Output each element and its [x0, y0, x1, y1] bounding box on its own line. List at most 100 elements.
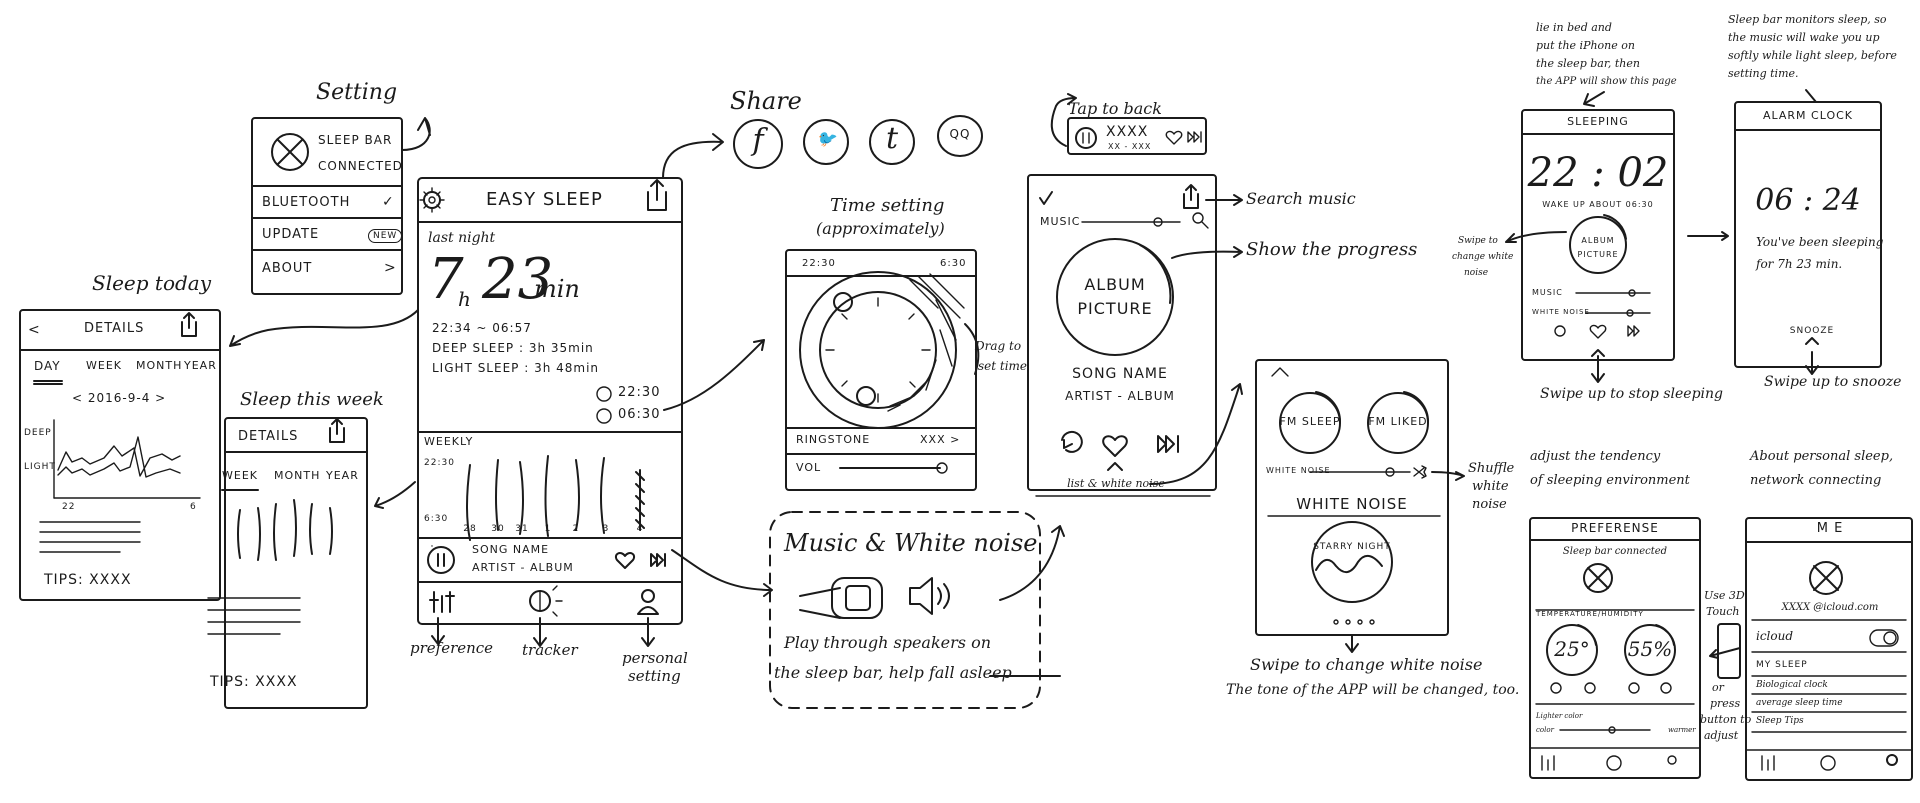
annotation-swipe-change: Swipe to change white noise — [1250, 655, 1483, 674]
color-label: color — [1536, 726, 1554, 734]
white-noise-label: WHITE NOISE — [1532, 308, 1590, 316]
settings-item-bluetooth[interactable]: BLUETOOTH — [262, 195, 351, 210]
twitter-icon[interactable]: 🐦 — [816, 129, 836, 148]
facebook-icon[interactable]: f — [752, 123, 764, 158]
annotation-search-music: Search music — [1246, 189, 1356, 208]
note-swipe: change white — [1452, 252, 1514, 262]
deep-axis-label: DEEP — [24, 428, 52, 438]
ringstone-label[interactable]: RINGSTONE — [796, 433, 871, 446]
tab-month[interactable]: MONTH — [274, 469, 321, 482]
wake-up-time: WAKE UP ABOUT 06:30 — [1542, 200, 1654, 209]
note-3d-touch: Touch — [1706, 605, 1740, 618]
details-day-frame — [19, 309, 221, 601]
annotation-personal-2: setting — [628, 667, 681, 685]
note-lie-in-bed: put the iPhone on — [1536, 39, 1635, 52]
music-label: MUSIC — [1040, 215, 1081, 228]
x-axis-start: 22 — [62, 502, 76, 512]
me-list-item[interactable]: average sleep time — [1756, 698, 1843, 708]
weekly-day: 31 — [515, 524, 529, 534]
mini-player-sub: XX - XXX — [1108, 142, 1152, 151]
ringstone-value[interactable]: XXX > — [920, 433, 961, 446]
humidity-value[interactable]: 55% — [1627, 637, 1673, 661]
minutes-unit: min — [534, 275, 580, 303]
note-sleep-bar: softly while light sleep, before — [1728, 49, 1897, 62]
music-noise-title: Music & White noise — [784, 529, 1038, 557]
fm-sleep[interactable]: FM SLEEP — [1279, 415, 1341, 428]
annotation-shuffle-1: Shuffle — [1468, 461, 1515, 476]
settings-item-update[interactable]: UPDATE — [262, 227, 320, 242]
me-list-item[interactable]: Sleep Tips — [1756, 716, 1804, 726]
note-sleep-bar: setting time. — [1728, 67, 1799, 80]
tumblr-icon[interactable]: t — [885, 121, 899, 156]
last-night-label: last night — [428, 230, 496, 246]
snooze-button[interactable]: SNOOZE — [1789, 326, 1835, 336]
volume-label: VOL — [796, 461, 822, 474]
about-chevron-icon: > — [384, 260, 397, 276]
annotation-tone-changed: The tone of the APP will be changed, too… — [1226, 682, 1520, 698]
play-through-2: the sleep bar, help fall asleep — [774, 663, 1012, 682]
list-white-noise-link[interactable]: list & white noise — [1067, 477, 1165, 490]
new-badge: NEW — [368, 229, 403, 244]
alarm-end-time[interactable]: 06:30 — [618, 407, 661, 422]
warmer-label: warmer — [1668, 726, 1696, 734]
album-picture-2: PICTURE — [1577, 250, 1619, 259]
alarm-title: ALARM CLOCK — [1762, 109, 1854, 122]
tips-text: TIPS: XXXX — [44, 572, 132, 588]
current-time: 22 : 02 — [1527, 150, 1669, 196]
mini-player-title[interactable]: XXXX — [1106, 124, 1149, 140]
qq-icon[interactable]: QQ — [949, 127, 971, 141]
sleeping-title: SLEEPING — [1567, 115, 1629, 128]
note-lie-in-bed: the APP will show this page — [1536, 76, 1677, 87]
me-list-item[interactable]: Biological clock — [1756, 680, 1828, 690]
back-button[interactable]: < — [28, 322, 41, 338]
light-axis-label: LIGHT — [24, 462, 56, 472]
player-frame — [1027, 93, 1243, 497]
details-week-title: DETAILS — [238, 429, 299, 444]
song-name: SONG NAME — [1072, 366, 1168, 382]
annotation-tap-to-back: Tap to back — [1068, 99, 1162, 118]
icloud-label: icloud — [1756, 629, 1794, 643]
date-selector[interactable]: < 2016-9-4 > — [72, 391, 167, 405]
details-title: DETAILS — [84, 321, 145, 336]
annotation-setting: Setting — [316, 80, 398, 105]
x-axis-end: 6 — [190, 502, 197, 512]
sleep-minutes: 23 — [482, 247, 554, 312]
alarm-start-time[interactable]: 22:30 — [618, 385, 661, 400]
annotation-sleep-today: Sleep today — [92, 271, 212, 295]
annotation-personal-1: personal — [622, 649, 688, 667]
weekly-axis-top: 22:30 — [424, 458, 455, 468]
sleep-bar-label: SLEEP BAR — [318, 133, 393, 147]
tab-week[interactable]: WEEK — [86, 359, 122, 372]
note-3d-touch: or — [1712, 681, 1724, 694]
settings-item-about[interactable]: ABOUT — [262, 261, 313, 276]
note-adjust: adjust the tendency — [1530, 449, 1661, 464]
fm-liked[interactable]: FM LIKED — [1368, 415, 1428, 428]
temp-humidity-label: TEMPERATURE/HUMIDITY — [1536, 610, 1644, 618]
hours-unit: h — [458, 287, 471, 311]
alarm-time: 06 : 24 — [1755, 183, 1861, 218]
annotation-swipe-up-snooze: Swipe up to snooze — [1764, 374, 1902, 390]
app-title: EASY SLEEP — [486, 189, 603, 210]
tab-year[interactable]: YEAR — [326, 469, 359, 482]
temperature-value[interactable]: 25° — [1554, 637, 1590, 661]
note-3d-touch: press — [1710, 697, 1741, 710]
note-lie-in-bed: the sleep bar, then — [1536, 57, 1640, 70]
annotation-approximately: (approximately) — [816, 219, 945, 238]
weekly-day: 2 — [572, 524, 580, 534]
annotation-drag-2: set time — [978, 359, 1028, 373]
bluetooth-check-icon: ✓ — [382, 194, 395, 210]
weekly-axis-bottom: 6:30 — [424, 514, 449, 524]
note-sleep-bar: the music will wake you up — [1728, 31, 1880, 44]
album-picture-2: PICTURE — [1077, 299, 1153, 318]
weekly-day: 1 — [544, 524, 552, 534]
details-week-frame — [207, 417, 368, 709]
end-time: 6:30 — [940, 258, 967, 269]
tab-week[interactable]: WEEK — [222, 469, 258, 482]
tab-month[interactable]: MONTH — [136, 359, 183, 372]
note-swipe: noise — [1464, 268, 1489, 278]
tab-day[interactable]: DAY — [34, 359, 61, 373]
starry-night[interactable]: STARRY NIGHT — [1313, 542, 1391, 552]
tab-year[interactable]: YEAR — [184, 359, 217, 372]
preference-title: PREFERENSE — [1571, 521, 1659, 535]
annotation-shuffle-2: white — [1472, 479, 1509, 494]
